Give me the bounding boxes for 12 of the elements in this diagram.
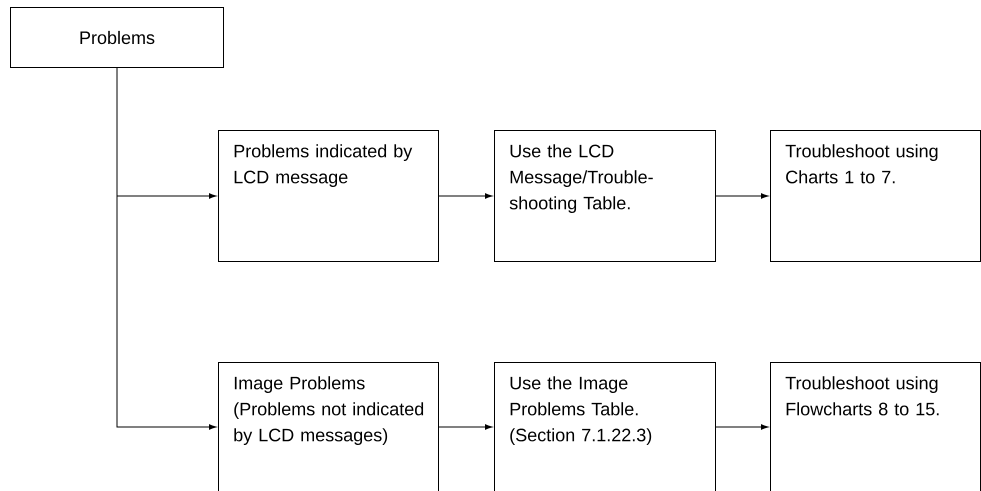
process-box: Problems	[10, 7, 224, 68]
arrow	[716, 424, 768, 430]
arrow	[438, 193, 492, 199]
arrow	[438, 424, 492, 430]
arrow	[116, 68, 216, 430]
process-box: Troubleshoot using Flowcharts 8 to 15.	[770, 362, 981, 491]
process-box: Troubleshoot using Charts 1 to 7.	[770, 130, 981, 262]
process-box: Use the Image Problems Table. (Section 7.1.22.3)	[494, 362, 716, 491]
arrow	[716, 193, 768, 199]
process-box: Problems indicated by LCD message	[218, 130, 439, 262]
process-box: Image Problems (Problems not indicated by LCD messages)	[218, 362, 439, 491]
process-box: Use the LCD Message/Trouble-shooting Table.	[494, 130, 716, 262]
